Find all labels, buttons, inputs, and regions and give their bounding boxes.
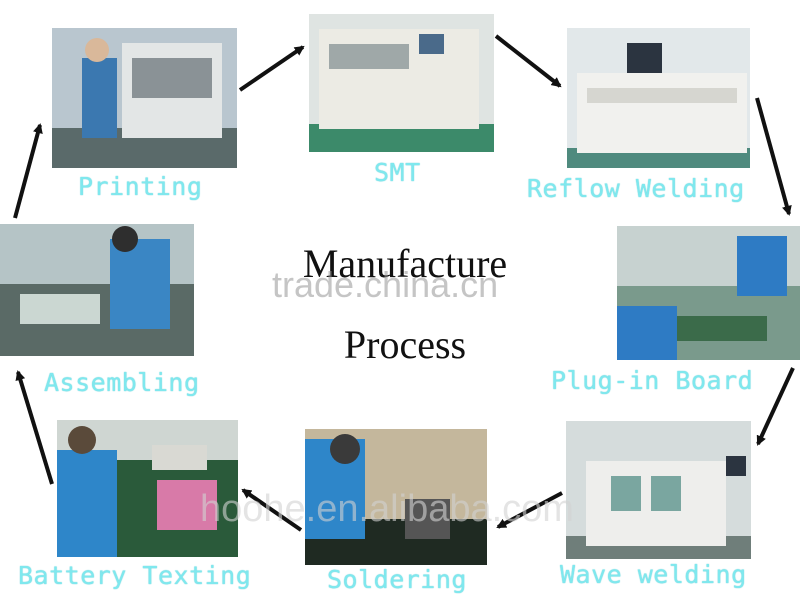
title-line-1: Manufacture bbox=[302, 241, 508, 286]
watermark-center: trade.china.cn bbox=[272, 264, 499, 305]
arrow-reflow-to-plugin bbox=[755, 97, 792, 216]
step-label-plug-in-board: Plug-in Board bbox=[551, 366, 754, 395]
arrow-plugin-to-wave bbox=[756, 367, 795, 446]
smt-photo bbox=[309, 14, 494, 152]
wave-welding-photo bbox=[566, 421, 751, 559]
printing-photo bbox=[52, 28, 237, 168]
step-label-wave-welding: Wave welding bbox=[560, 560, 747, 589]
step-label-assembling: Assembling bbox=[44, 368, 200, 397]
arrow-assembling-to-printing bbox=[13, 123, 43, 219]
title-line-2: Process bbox=[343, 322, 467, 367]
step-label-smt: SMT bbox=[374, 158, 421, 187]
step-label-printing: Printing bbox=[78, 172, 203, 201]
arrow-printing-to-smt bbox=[238, 45, 305, 92]
soldering-photo bbox=[305, 429, 487, 565]
assembling-photo bbox=[0, 224, 194, 356]
plug-in-board-photo bbox=[617, 226, 800, 360]
watermark-bottom: hoohe.en.alibaba.com bbox=[200, 488, 574, 530]
step-label-soldering: Soldering bbox=[327, 565, 467, 594]
step-label-reflow-welding: Reflow Welding bbox=[527, 174, 745, 203]
battery-texting-photo bbox=[57, 420, 238, 557]
step-label-battery-texting: Battery Texting bbox=[18, 561, 252, 590]
reflow-welding-photo bbox=[567, 28, 750, 168]
arrow-smt-to-reflow bbox=[494, 34, 562, 88]
